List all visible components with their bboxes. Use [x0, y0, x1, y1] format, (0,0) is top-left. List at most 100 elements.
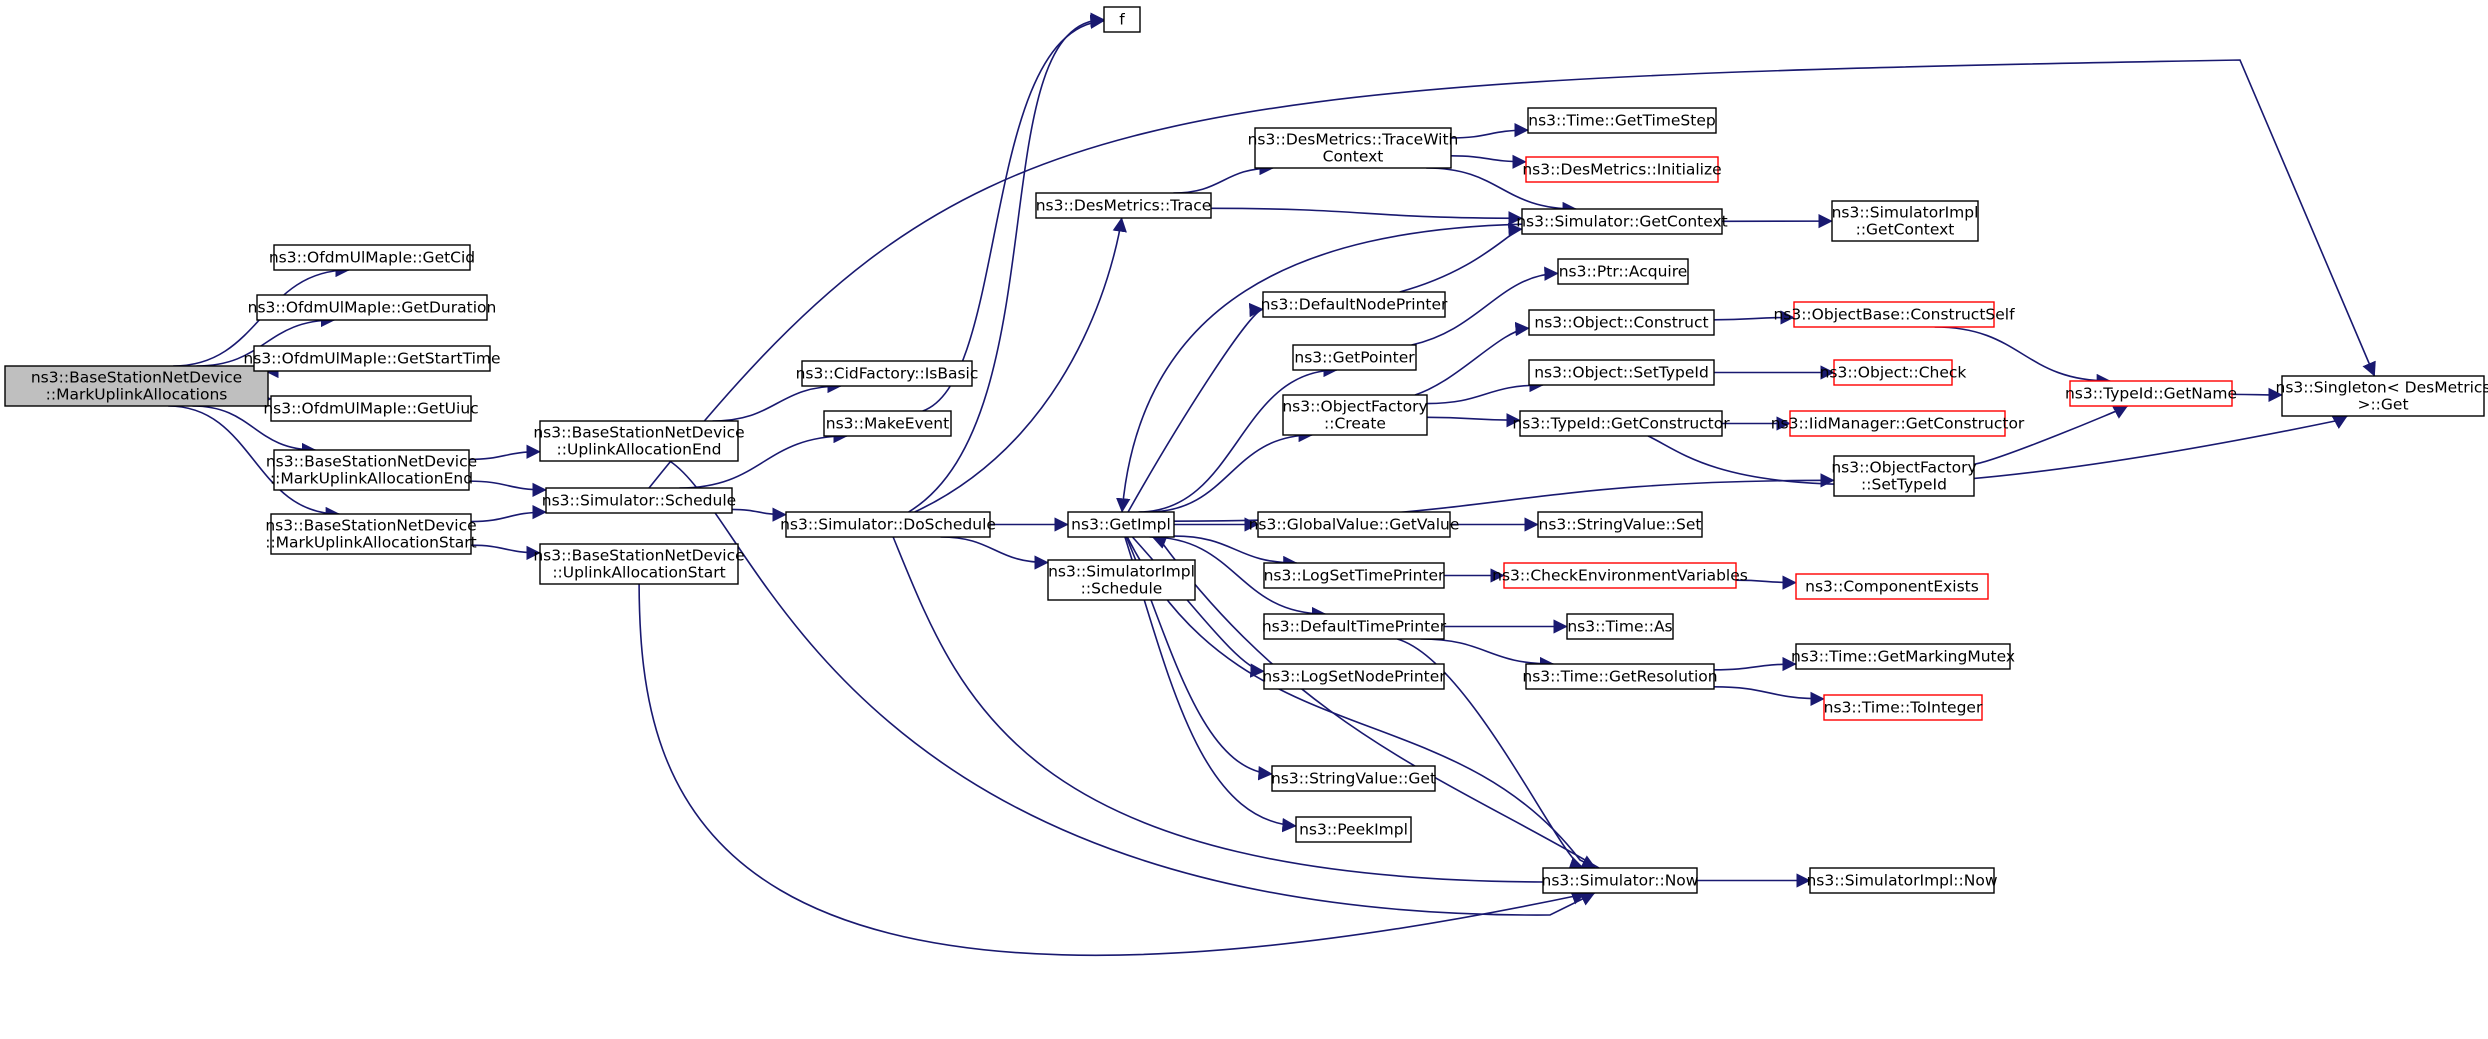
node-toInteger[interactable]: ns3::Time::ToInteger — [1824, 695, 1983, 720]
node-svSet[interactable]: ns3::StringValue::Set — [1538, 512, 1702, 537]
node-iidGetConstructor[interactable]: ns3::IidManager::GetConstructor — [1771, 411, 2025, 436]
node-constructSelf[interactable]: ns3::ObjectBase::ConstructSelf — [1773, 302, 2015, 327]
node-checkEnv[interactable]: ns3::CheckEnvironmentVariables — [1492, 563, 1748, 588]
node-uiuc[interactable]: ns3::OfdmUlMapIe::GetUiuc — [263, 396, 478, 421]
node-peekImpl[interactable]: ns3::PeekImpl — [1296, 817, 1411, 842]
node-ustart[interactable]: ns3::BaseStationNetDevice::UplinkAllocat… — [533, 544, 744, 584]
node-label: ns3::TypeId::GetName — [2065, 385, 2237, 403]
edge-uend-to-isbasic — [712, 386, 841, 421]
node-gvGetValue[interactable]: ns3::GlobalValue::GetValue — [1249, 512, 1460, 537]
node-label: ns3::SimulatorImpl — [1832, 204, 1979, 222]
node-simimplCtx[interactable]: ns3::SimulatorImpl::GetContext — [1832, 201, 1979, 241]
node-label: ns3::GetImpl — [1071, 516, 1171, 534]
node-setTypeId[interactable]: ns3::Object::SetTypeId — [1529, 360, 1714, 385]
node-label: ns3::LogSetTimePrinter — [1264, 567, 1445, 585]
node-trace[interactable]: ns3::DesMetrics::Trace — [1036, 193, 1212, 218]
node-label: ::Schedule — [1081, 580, 1163, 598]
node-getMarkingMutex[interactable]: ns3::Time::GetMarkingMutex — [1791, 644, 2015, 669]
node-compExists[interactable]: ns3::ComponentExists — [1796, 574, 1988, 599]
node-defTimePrinter[interactable]: ns3::DefaultTimePrinter — [1262, 614, 1447, 639]
node-label: ns3::Simulator::GetContext — [1516, 213, 1728, 231]
node-label: ns3::MakeEvent — [826, 415, 949, 433]
node-label: ns3::PeekImpl — [1299, 821, 1408, 839]
node-label: ns3::StringValue::Set — [1539, 516, 1702, 534]
node-svGet[interactable]: ns3::StringValue::Get — [1271, 766, 1436, 791]
node-label: ns3::ObjectFactory — [1831, 459, 1976, 477]
node-typeidGetName[interactable]: ns3::TypeId::GetName — [2065, 381, 2237, 406]
node-label: ns3::Time::GetTimeStep — [1528, 112, 1715, 130]
node-label: Context — [1323, 148, 1384, 166]
edge-getimpl-to-getpointer — [1138, 370, 1337, 512]
node-objcheck[interactable]: ns3::Object::Check — [1820, 360, 1967, 385]
node-label: ns3::GetPointer — [1294, 349, 1415, 367]
edge-objfactCreate-to-setTypeId — [1427, 385, 1543, 404]
node-label: ::MarkUplinkAllocationStart — [265, 534, 477, 552]
edge-typeidGetName-to-singleton — [2232, 394, 2282, 395]
node-getpointer[interactable]: ns3::GetPointer — [1293, 345, 1416, 370]
node-label: ::MarkUplinkAllocationEnd — [270, 470, 473, 488]
node-label: ns3::ComponentExists — [1805, 578, 1979, 596]
node-simimplNow[interactable]: ns3::SimulatorImpl::Now — [1806, 868, 1997, 893]
node-isbasic[interactable]: ns3::CidFactory::IsBasic — [796, 361, 979, 386]
node-label: ns3::Time::ToInteger — [1824, 699, 1983, 717]
node-mstart[interactable]: ns3::BaseStationNetDevice::MarkUplinkAll… — [265, 514, 477, 554]
node-label: ns3::OfdmUlMapIe::GetStartTime — [243, 350, 500, 368]
node-sched[interactable]: ns3::Simulator::Schedule — [542, 488, 736, 513]
node-label: ::UplinkAllocationEnd — [557, 441, 722, 459]
node-timeAs[interactable]: ns3::Time::As — [1567, 614, 1673, 639]
node-label: ns3::Ptr::Acquire — [1559, 263, 1688, 281]
edge-sched-to-dosched — [732, 509, 786, 514]
node-label: ns3::DefaultNodePrinter — [1261, 296, 1448, 314]
node-dur[interactable]: ns3::OfdmUlMapIe::GetDuration — [248, 295, 497, 320]
edge-trace-to-getctx — [1211, 208, 1522, 218]
edge-mend-to-sched — [469, 481, 546, 490]
node-label: ns3::TypeId::GetConstructor — [1512, 415, 1730, 433]
node-label: ::Create — [1324, 415, 1386, 433]
node-getConstructor[interactable]: ns3::TypeId::GetConstructor — [1512, 411, 1730, 436]
node-singleton[interactable]: ns3::Singleton< DesMetrics >::Get — [2276, 376, 2488, 416]
node-label: ns3::DefaultTimePrinter — [1262, 618, 1447, 636]
node-ptrAcquire[interactable]: ns3::Ptr::Acquire — [1558, 259, 1688, 284]
node-label: ns3::Singleton< DesMetrics — [2276, 379, 2488, 397]
node-getctx[interactable]: ns3::Simulator::GetContext — [1516, 209, 1728, 234]
node-mkevent[interactable]: ns3::MakeEvent — [824, 411, 951, 436]
node-label: ns3::GlobalValue::GetValue — [1249, 516, 1460, 534]
edge-getimpl-to-logSetTime — [1174, 536, 1297, 563]
node-logSetTime[interactable]: ns3::LogSetTimePrinter — [1264, 563, 1445, 588]
node-stt[interactable]: ns3::OfdmUlMapIe::GetStartTime — [243, 346, 500, 371]
edge-dosched-to-simNow — [893, 537, 1545, 882]
node-desinit[interactable]: ns3::DesMetrics::Initialize — [1522, 157, 1721, 182]
node-objfactSetTypeId[interactable]: ns3::ObjectFactory::SetTypeId — [1831, 456, 1976, 496]
node-simimplSched[interactable]: ns3::SimulatorImpl::Schedule — [1048, 560, 1195, 600]
node-label: ns3::IidManager::GetConstructor — [1771, 415, 2025, 433]
node-dosched[interactable]: ns3::Simulator::DoSchedule — [780, 512, 996, 537]
node-label: ns3::BaseStationNetDevice — [533, 424, 744, 442]
node-getResolution[interactable]: ns3::Time::GetResolution — [1522, 664, 1717, 689]
node-getimpl[interactable]: ns3::GetImpl — [1068, 512, 1174, 537]
node-timestep[interactable]: ns3::Time::GetTimeStep — [1528, 108, 1716, 133]
node-mend[interactable]: ns3::BaseStationNetDevice::MarkUplinkAll… — [266, 450, 477, 490]
node-objconstruct[interactable]: ns3::Object::Construct — [1529, 310, 1714, 335]
node-label: ns3::DesMetrics::Initialize — [1522, 161, 1721, 179]
node-f[interactable]: f — [1104, 7, 1140, 32]
node-label: ns3::BaseStationNetDevice — [265, 517, 476, 535]
node-objfactCreate[interactable]: ns3::ObjectFactory::Create — [1282, 395, 1427, 435]
node-label: ns3::DesMetrics::Trace — [1036, 197, 1212, 215]
node-uend[interactable]: ns3::BaseStationNetDevice::UplinkAllocat… — [533, 421, 744, 461]
node-defNodePrinter[interactable]: ns3::DefaultNodePrinter — [1261, 292, 1448, 317]
node-label: ns3::Object::SetTypeId — [1534, 364, 1709, 382]
node-label: ns3::Time::GetMarkingMutex — [1791, 648, 2015, 666]
edge-getimpl-to-objfactCreate — [1148, 435, 1313, 512]
edge-traceW-to-timestep — [1451, 130, 1528, 138]
node-label: ns3::BaseStationNetDevice — [533, 547, 744, 565]
node-label: ns3::CidFactory::IsBasic — [796, 365, 979, 383]
node-label: ns3::DesMetrics::TraceWith — [1248, 131, 1459, 149]
node-simNow[interactable]: ns3::Simulator::Now — [1542, 868, 1699, 893]
node-logSetNode[interactable]: ns3::LogSetNodePrinter — [1262, 664, 1446, 689]
node-mua[interactable]: ns3::BaseStationNetDevice::MarkUplinkAll… — [5, 366, 268, 406]
edge-mend-to-uend — [469, 452, 540, 460]
node-cid[interactable]: ns3::OfdmUlMapIe::GetCid — [269, 245, 475, 270]
node-label: ns3::OfdmUlMapIe::GetCid — [269, 249, 475, 267]
